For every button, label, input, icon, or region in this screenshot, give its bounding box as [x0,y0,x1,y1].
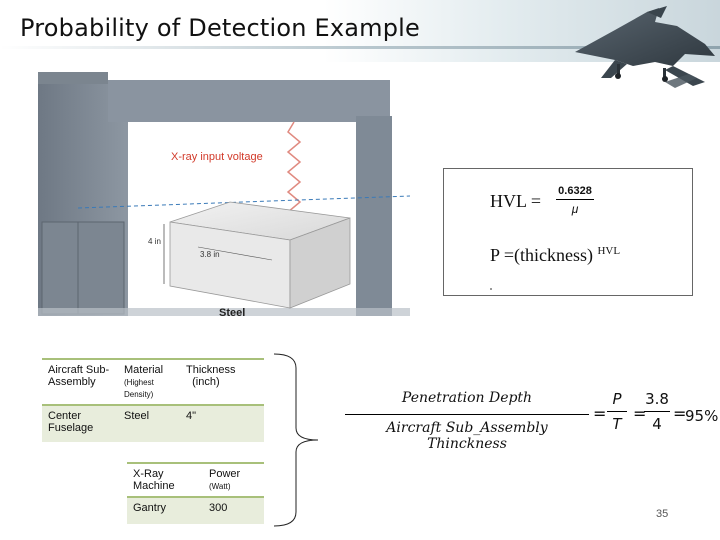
equals-sign: = [593,404,607,423]
assembly-table-header-row: Aircraft Sub-Assembly Material (Highest D… [42,358,264,405]
hvl-fraction: 0.6328 μ [556,185,594,216]
result-percentage: 95% [685,407,719,425]
material-label: Steel [219,307,246,319]
right-brace [273,353,319,527]
slide-title: Probability of Detection Example [20,14,420,42]
p-over-t-bar [607,411,627,412]
equals-sign: = [673,404,687,423]
header-thickness-sub: (inch) [192,376,220,388]
xray-machine-table: X-Ray Machine Power (Watt) Gantry 300 [127,462,264,524]
header-cell: Power (Watt) [203,462,264,497]
table-row: Center Fuselage Steel 4" [42,404,264,442]
xray-table-header-row: X-Ray Machine Power (Watt) [127,462,264,497]
cell-power: 300 [203,496,264,524]
table-row: Gantry 300 [127,496,264,524]
xray-voltage-label: X-ray input voltage [171,151,263,163]
cell-material: Steel [118,404,180,442]
header-material-sub: (Highest Density) [124,378,154,399]
value-fraction: 3.8 4 [644,390,670,433]
header-cell: Material (Highest Density) [118,358,180,405]
header-cell: Aircraft Sub-Assembly [42,358,118,405]
header-cell: X-Ray Machine [127,462,203,497]
xray-gantry-diagram [38,72,410,316]
box-dot [490,288,492,290]
gantry-right-leg [356,116,392,316]
probability-base: P =(thickness) [490,245,593,265]
hvl-lhs: HVL = [490,191,541,211]
equals-sign: = [633,404,647,423]
equation-denominator: Aircraft Sub_Assembly Thinckness [386,420,548,452]
header-assembly: Aircraft Sub-Assembly [48,364,110,388]
probability-exponent: HVL [597,245,621,257]
hvl-numerator: 0.6328 [556,185,594,200]
steel-block-side [289,217,351,309]
probability-formula: P =(thickness) HVL [490,245,620,266]
value-numerator: 3.8 [645,390,669,408]
value-denominator: 4 [652,415,662,433]
hvl-formula-box: HVL = 0.6328 μ P =(thickness) HVL [443,168,693,296]
assembly-table: Aircraft Sub-Assembly Material (Highest D… [42,358,264,442]
header-machine: X-Ray Machine [133,468,175,492]
header-cell: Thickness (inch) [180,358,264,405]
header-power: Power [209,468,241,480]
header-power-sub: (Watt) [209,482,231,491]
cell-thickness: 4" [180,404,264,442]
equation-numerator: Penetration Depth [401,390,533,406]
header-rule [0,46,720,49]
header-thickness: Thickness [186,364,236,376]
value-fraction-bar [644,411,670,412]
height-dimension-label: 4 in [148,237,161,246]
depth-dimension-label: 3.8 in [200,250,220,259]
gantry-top-beam [108,80,390,122]
cell-assembly: Center Fuselage [42,404,118,442]
p-over-t: P T [607,390,627,433]
equation-fraction-bar [345,414,589,415]
cell-machine: Gantry [127,496,203,524]
header-material: Material [124,364,164,376]
fighter-jet-image [575,6,715,88]
p-symbol: P [612,390,622,408]
hvl-denominator: μ [571,202,579,216]
t-symbol: T [612,415,622,433]
page-number: 35 [656,508,669,520]
